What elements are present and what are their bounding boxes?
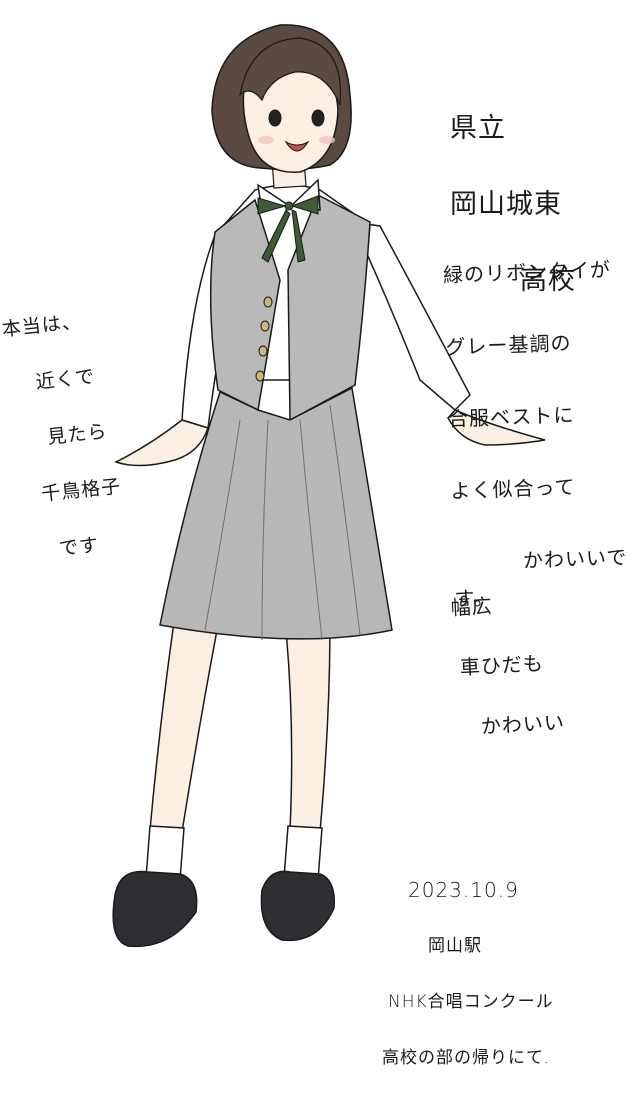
mouth	[284, 140, 310, 152]
legs	[149, 614, 331, 833]
ribbon-note-line: 合服ベストに	[447, 402, 575, 432]
left-note-line: です	[58, 533, 101, 561]
ribbon-note-line: よく似合って	[450, 474, 576, 504]
ribbon-comment-note: 緑のリボンタイが グレー基調の 合服ベストに よく似合って かわいいです。	[441, 215, 629, 617]
left-note-line: 本当は、	[0, 310, 83, 341]
school-note-line: 岡山城東	[450, 189, 562, 220]
left-note-line: 千鳥格子	[40, 475, 123, 506]
skirt	[159, 386, 393, 641]
hands	[114, 409, 546, 467]
ribbon-note-line: グレー基調の	[445, 330, 572, 360]
ribbon-tie	[257, 195, 319, 263]
shoes	[112, 870, 335, 948]
footer-event: NHK合唱コンクール	[388, 992, 554, 1012]
socks	[145, 825, 323, 881]
vest	[209, 193, 371, 422]
hair-bangs	[239, 37, 342, 106]
pleat-note-line: かわいい	[480, 710, 566, 739]
pleat-note-line: 幅広	[450, 593, 494, 620]
eyes	[268, 109, 325, 127]
school-name-note: 県立 岡山城東 高校	[450, 72, 576, 338]
pleats-comment-note: 幅広 車ひだも かわいい	[448, 557, 565, 742]
ribbon-note-line: 緑のリボンタイが	[442, 257, 612, 288]
cheeks	[258, 136, 335, 144]
date-location-note: 2023.10.9 岡山駅 NHK合唱コンクール 高校の部の帰りにて.	[382, 848, 554, 1100]
left-note-line: 近くで	[34, 365, 96, 394]
left-note-line: 見たら	[46, 420, 109, 449]
school-note-line: 県立	[450, 113, 506, 144]
school-note-line: 高校	[520, 265, 576, 296]
footer-place: 岡山駅	[428, 936, 482, 956]
footer-date: 2023.10.9	[408, 878, 519, 902]
pleat-note-line: 車ひだも	[459, 651, 545, 680]
footer-occasion: 高校の部の帰りにて.	[382, 1048, 551, 1068]
illustration	[112, 24, 546, 948]
vest-buttons	[255, 296, 273, 382]
